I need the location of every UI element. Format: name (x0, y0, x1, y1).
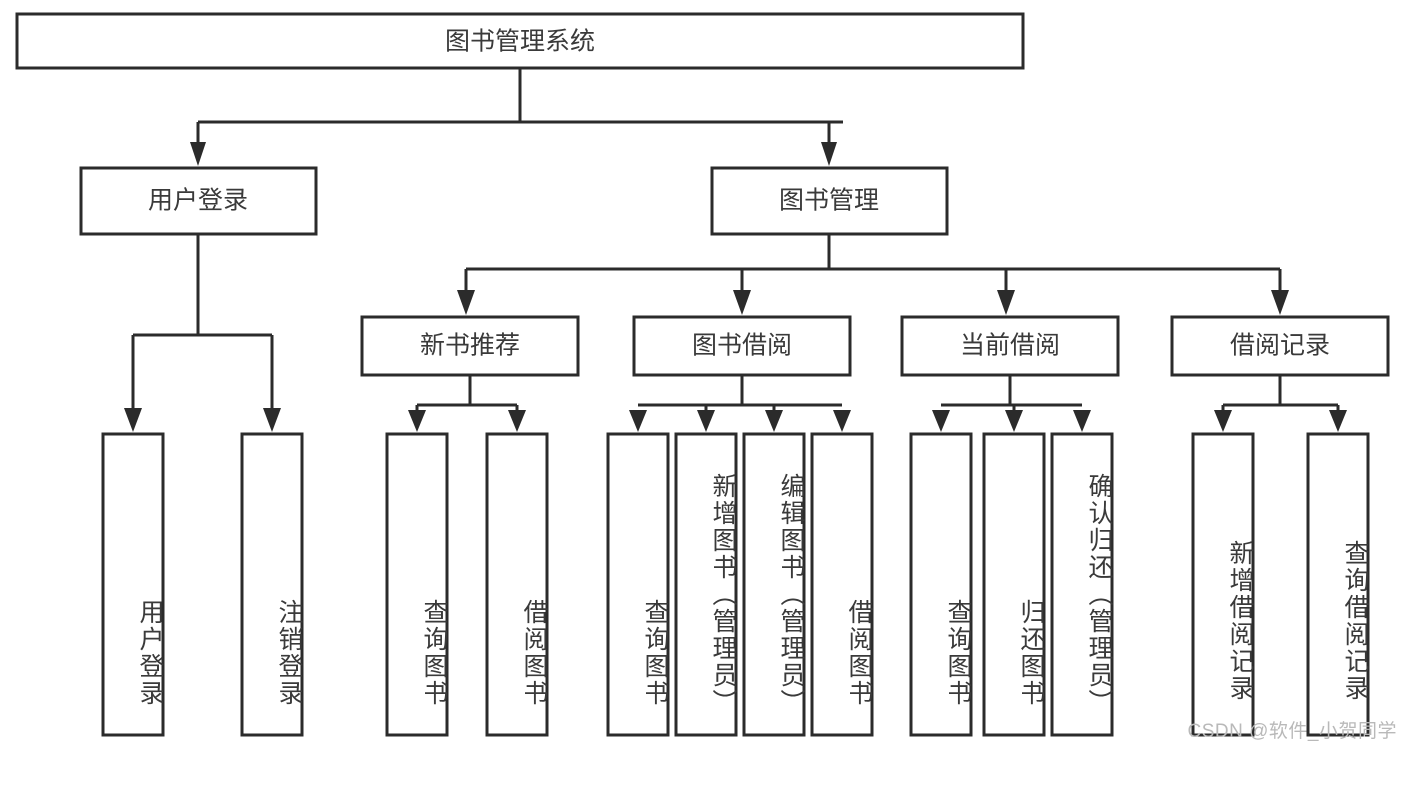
arrow-head-leaf-user-login (124, 408, 142, 432)
node-current-borrow[interactable]: 当前借阅 (900, 315, 1120, 377)
diagram-canvas: 图书管理系统 用户登录 图书管理 新书推荐 图书借阅 当前借阅 借阅记录 (15, 12, 1390, 737)
arrow-head-book-borrow (733, 290, 751, 315)
node-book-manage-label: 图书管理 (779, 187, 879, 215)
arrow-head-user-login (190, 142, 206, 166)
node-root-label: 图书管理系统 (445, 28, 595, 56)
node-new-book-rec-label: 新书推荐 (420, 332, 520, 360)
node-leaf-query-record-box[interactable] (1306, 432, 1370, 737)
arrow-head-leaf-logout (263, 408, 281, 432)
arrow-head-leaf-query-book-rec (408, 410, 426, 432)
node-new-book-rec-box (360, 315, 580, 377)
arrow-head-leaf-query-record (1329, 410, 1347, 432)
node-new-book-rec[interactable]: 新书推荐 (360, 315, 580, 377)
node-leaf-query-book-cb-box[interactable] (909, 432, 973, 737)
arrow-head-leaf-query-book-cb (932, 410, 950, 432)
node-book-borrow-box (632, 315, 852, 377)
node-leaf-edit-book-box[interactable] (742, 432, 806, 737)
node-current-borrow-box (900, 315, 1120, 377)
arrow-head-book-manage (821, 142, 837, 166)
node-borrow-record-box (1170, 315, 1390, 377)
node-borrow-record[interactable]: 借阅记录 (1170, 315, 1390, 377)
arrow-head-leaf-query-book-bw (629, 410, 647, 432)
arrow-head-leaf-confirm-return (1073, 410, 1091, 432)
node-user-login[interactable]: 用户登录 (79, 166, 318, 236)
node-book-borrow[interactable]: 图书借阅 (632, 315, 852, 377)
node-leaf-borrow-book-rec-box[interactable] (485, 432, 549, 737)
node-leaf-confirm-return-box[interactable] (1050, 432, 1114, 737)
arrow-head-leaf-borrow-book-bw (833, 410, 851, 432)
node-user-login-box (79, 166, 318, 236)
node-root-box (15, 12, 1025, 70)
node-leaf-query-book-rec-box[interactable] (385, 432, 449, 737)
node-leaf-query-book-bw-box[interactable] (606, 432, 670, 737)
arrow-head-leaf-borrow-book-rec (508, 410, 526, 432)
node-leaf-user-login-box[interactable] (101, 432, 165, 737)
node-user-login-label: 用户登录 (148, 187, 248, 215)
arrow-head-leaf-return-book (1005, 410, 1023, 432)
node-borrow-record-label: 借阅记录 (1230, 332, 1330, 360)
node-book-manage[interactable]: 图书管理 (710, 166, 949, 236)
node-book-borrow-label: 图书借阅 (692, 332, 792, 360)
node-book-manage-box (710, 166, 949, 236)
leaf-boxes-group (101, 432, 1370, 737)
arrow-head-leaf-edit-book (765, 410, 783, 432)
connectors-group (124, 68, 1347, 432)
arrow-head-current-borrow (997, 290, 1015, 315)
node-leaf-add-book-box[interactable] (674, 432, 738, 737)
node-leaf-logout-box[interactable] (240, 432, 304, 737)
arrow-head-leaf-add-book (697, 410, 715, 432)
node-current-borrow-label: 当前借阅 (960, 332, 1060, 360)
node-leaf-add-record-box[interactable] (1191, 432, 1255, 737)
arrow-head-leaf-add-record (1214, 410, 1232, 432)
csdn-watermark: CSDN @软件_小贺同学 (1187, 721, 1397, 742)
node-leaf-borrow-book-bw-box[interactable] (810, 432, 874, 737)
arrow-head-new-book-rec (457, 290, 475, 315)
node-leaf-return-book-box[interactable] (982, 432, 1046, 737)
node-root[interactable]: 图书管理系统 (15, 12, 1025, 70)
arrow-head-borrow-record (1271, 290, 1289, 315)
flowchart-diagram: 图书管理系统 用户登录 图书管理 新书推荐 图书借阅 当前借阅 借阅记录 (15, 12, 1397, 742)
